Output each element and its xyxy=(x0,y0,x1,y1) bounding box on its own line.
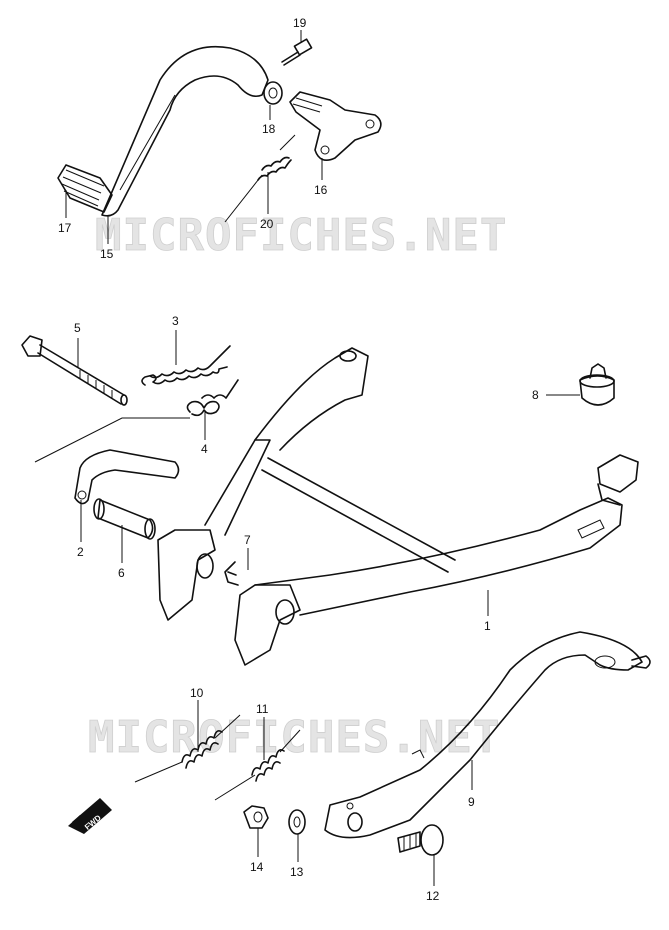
callout-4: 4 xyxy=(201,442,208,456)
watermark-bottom: MICROFICHES.NET xyxy=(88,712,500,763)
callout-11: 11 xyxy=(256,702,269,716)
spring-10 xyxy=(134,714,241,783)
callout-13: 13 xyxy=(290,865,304,879)
callout-12: 12 xyxy=(426,889,440,903)
callout-16: 16 xyxy=(314,183,328,197)
washer-18 xyxy=(263,81,283,105)
callout-labels: 19 18 16 20 17 15 5 3 4 8 2 6 7 xyxy=(58,16,580,903)
callout-15: 15 xyxy=(100,247,114,261)
callout-1: 1 xyxy=(484,619,491,633)
callout-3: 3 xyxy=(172,314,179,328)
spring-3 xyxy=(141,345,231,386)
rubber-stopper-8 xyxy=(579,363,615,406)
callout-10: 10 xyxy=(190,686,204,700)
callout-9: 9 xyxy=(468,795,475,809)
callout-14: 14 xyxy=(250,860,264,874)
callout-7: 7 xyxy=(244,533,251,547)
brake-shaft-16 xyxy=(289,91,382,161)
brake-pedal-assembly xyxy=(57,38,382,223)
watermark-top: MICROFICHES.NET xyxy=(95,210,507,261)
rear-brake-lever-9 xyxy=(324,631,651,839)
lower-parts: FWD xyxy=(68,631,651,856)
bolt-5 xyxy=(21,335,128,406)
pedal-rubber-tip xyxy=(57,164,113,213)
bolt-12 xyxy=(397,824,444,856)
callout-19: 19 xyxy=(293,16,307,30)
center-stand-1 xyxy=(157,347,639,666)
collar-6 xyxy=(93,498,156,540)
callout-5: 5 xyxy=(74,321,81,335)
clip-7 xyxy=(224,561,239,586)
forward-direction-badge: FWD xyxy=(68,798,112,834)
callout-2: 2 xyxy=(77,545,84,559)
callout-18: 18 xyxy=(262,122,276,136)
callout-8: 8 xyxy=(532,388,539,402)
callout-17: 17 xyxy=(58,221,72,235)
assembly-guide-line xyxy=(34,417,190,463)
spring-11 xyxy=(214,729,301,801)
spring-20 xyxy=(224,134,296,223)
center-stand-assembly xyxy=(21,335,639,666)
watermark-group: MICROFICHES.NET MICROFICHES.NET xyxy=(88,210,507,764)
bracket-2 xyxy=(74,449,180,505)
bolt-19 xyxy=(281,38,313,66)
nut-14 xyxy=(243,805,269,829)
washer-13 xyxy=(288,809,306,835)
spring-4 xyxy=(186,379,239,417)
callout-6: 6 xyxy=(118,566,125,580)
brake-pedal-arm xyxy=(101,45,269,217)
callout-20: 20 xyxy=(260,217,274,231)
